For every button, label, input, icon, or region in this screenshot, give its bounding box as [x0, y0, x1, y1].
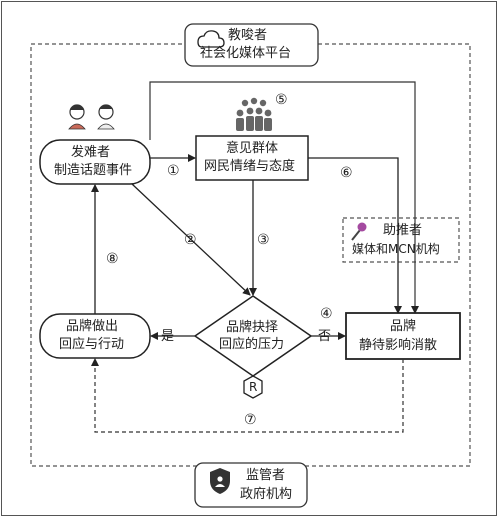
shield-icon [210, 468, 230, 494]
crowd-icon [236, 97, 272, 131]
educator-role: 教唆者 [228, 28, 268, 43]
decision-line2: 回应的压力 [219, 337, 285, 352]
helper-name: 媒体和MCN机构 [352, 242, 440, 256]
opinion-box [195, 135, 309, 181]
cloud-icon [197, 30, 225, 48]
r-marker [243, 375, 263, 399]
step-2-label: ② [184, 232, 197, 248]
respond-line1: 品牌做出 [66, 319, 119, 334]
arrow-step2 [131, 183, 251, 296]
instigator-name: 制造话题事件 [54, 163, 133, 178]
no-label: 否 [318, 329, 332, 344]
step-8-label: ⑧ [106, 251, 119, 267]
opinion-role: 意见群体 [226, 141, 279, 156]
r-label: R [249, 380, 258, 394]
regulator-name: 政府机构 [240, 487, 293, 502]
arrow-step7 [91, 358, 404, 433]
opinion-name: 网民情绪与态度 [204, 159, 296, 174]
step-3-label: ③ [257, 232, 270, 248]
microphone-icon [351, 222, 367, 241]
decision-line1: 品牌抉择 [226, 320, 279, 335]
wait-box [345, 312, 461, 360]
step-1-label: ① [167, 163, 180, 179]
step-6-label: ⑥ [340, 165, 353, 181]
arrow-platform-to-wait [149, 81, 419, 314]
people-icon [68, 104, 115, 130]
step-7-label: ⑦ [244, 412, 257, 428]
step-5-label: ⑤ [275, 92, 288, 108]
regulator-role: 监管者 [246, 468, 286, 483]
arrow-step6 [308, 157, 402, 314]
helper-role: 助推者 [383, 223, 423, 238]
step-4-label: ④ [320, 306, 333, 322]
educator-name: 社会化媒体平台 [200, 46, 292, 61]
wait-line1: 品牌 [390, 319, 417, 334]
wait-line2: 静待影响消散 [359, 338, 438, 353]
yes-label: 是 [161, 329, 175, 344]
instigator-role: 发难者 [71, 145, 111, 160]
respond-line2: 回应与行动 [59, 337, 125, 352]
